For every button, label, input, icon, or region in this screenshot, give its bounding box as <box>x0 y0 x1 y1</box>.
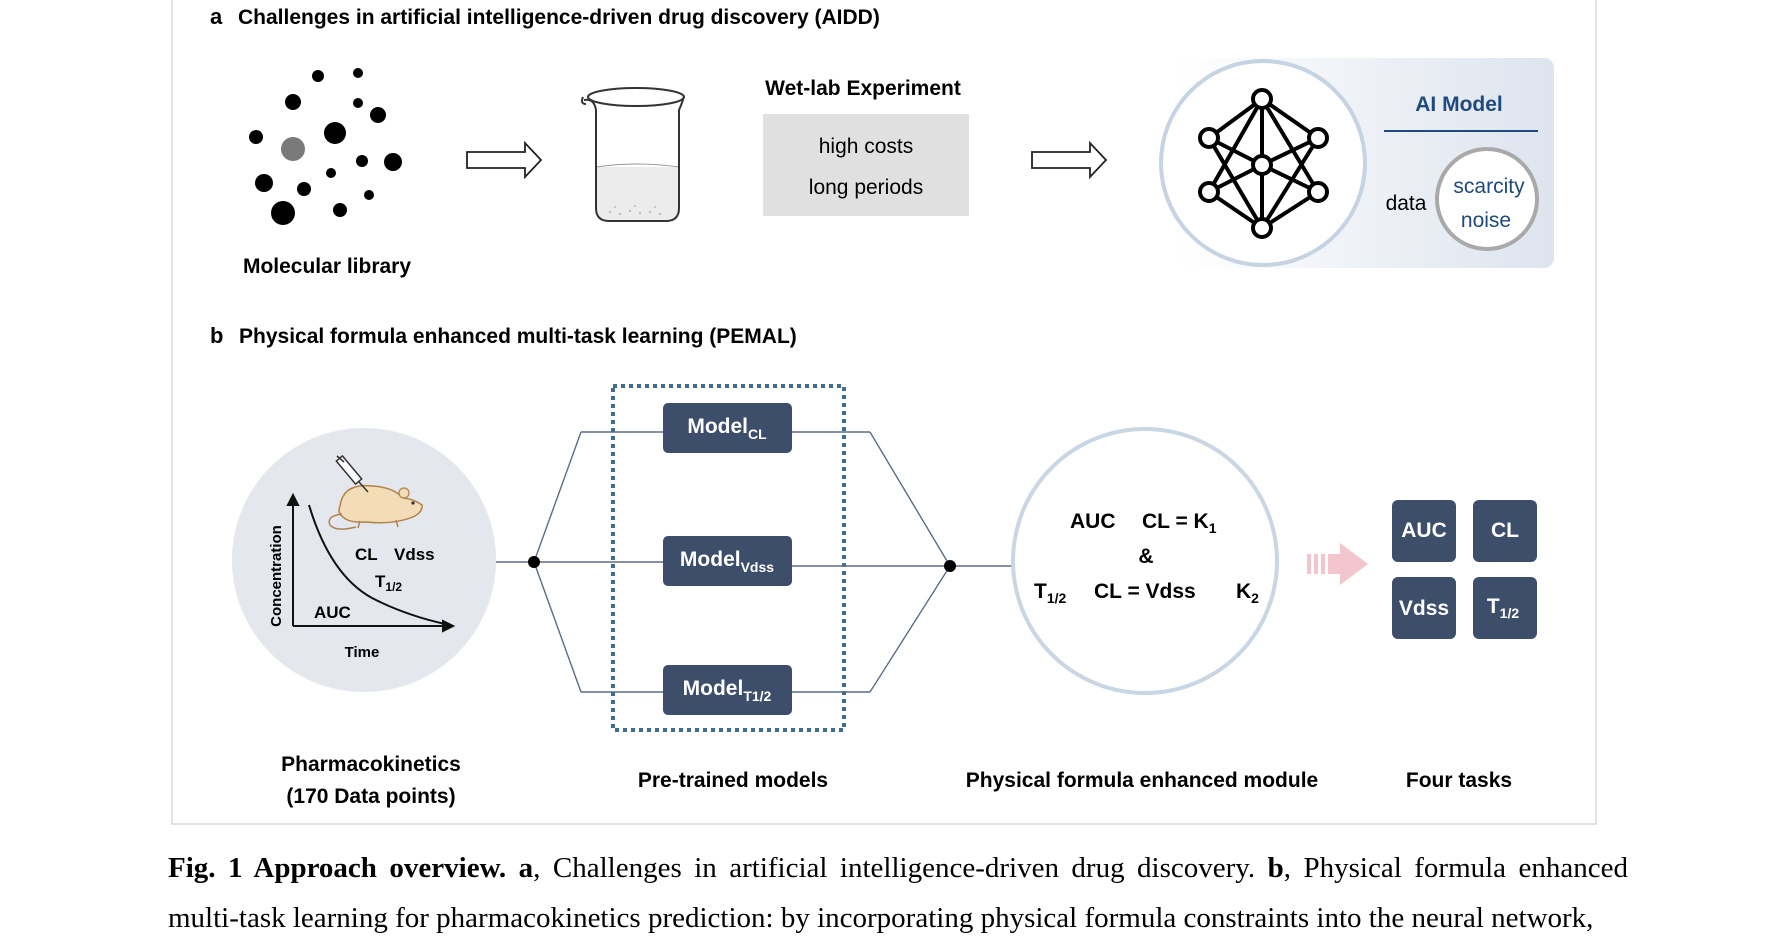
pretrained-dotted-frame <box>611 384 846 732</box>
task-tile-vdss: Vdss <box>1392 577 1456 639</box>
scarcity-label: scarcity <box>1453 175 1525 198</box>
task-tile-t-half: T1/2 <box>1473 577 1537 639</box>
hollow-arrow-2 <box>1031 140 1108 180</box>
model-cl-label: Model <box>687 415 748 438</box>
beaker-icon <box>581 87 685 222</box>
caption-fig-label: Fig. 1 Approach overview. <box>168 852 507 884</box>
right-connectors <box>792 431 1012 693</box>
pk-vdss-label: Vdss <box>394 545 435 564</box>
noise-label: noise <box>1461 209 1511 232</box>
left-connectors <box>496 431 663 693</box>
pk-label-line-1: Pharmacokinetics <box>281 753 461 776</box>
wetlab-line-1: high costs <box>819 135 914 158</box>
panel-b-title: Physical formula enhanced multi-task lea… <box>239 325 797 348</box>
wetlab-title: Wet-lab Experiment <box>765 77 961 100</box>
model-vdss-label: Model <box>680 548 741 571</box>
model-cl-box: ModelCL <box>663 403 792 453</box>
model-t-half-label: Model <box>683 677 744 700</box>
pk-axes <box>286 492 456 633</box>
module-label: Physical formula enhanced module <box>966 769 1318 792</box>
molecular-library-dots <box>249 68 402 225</box>
figure-caption: Fig. 1 Approach overview. a, Challenges … <box>168 843 1628 943</box>
caption-a-text: , Challenges in artificial intelligence-… <box>533 852 1268 884</box>
tasks-label: Four tasks <box>1406 769 1512 792</box>
formula-t-half: T1/2 <box>1034 580 1067 606</box>
left-junction-dot <box>528 556 540 568</box>
formula-auc: AUC <box>1070 510 1116 533</box>
svg-text:ModelVdss: ModelVdss <box>680 548 774 575</box>
mouse-syringe-icon <box>328 454 423 530</box>
formula-k2: K2 <box>1236 580 1259 606</box>
model-t-half-box: ModelT1/2 <box>663 665 792 715</box>
formula-cl-k1: CL = K1 <box>1142 510 1217 536</box>
hollow-arrow-1 <box>466 140 543 180</box>
svg-text:ModelT1/2: ModelT1/2 <box>683 677 772 704</box>
data-label: data <box>1386 192 1427 215</box>
pk-cl-label: CL <box>355 545 378 564</box>
formula-cl-vdss: CL = Vdss <box>1094 580 1196 603</box>
wetlab-box <box>763 114 969 216</box>
pk-t-half-label: T1/2 <box>375 572 402 594</box>
pk-axis-x-label: Time <box>345 644 380 661</box>
panel-a-title: Challenges in artificial intelligence-dr… <box>238 6 880 29</box>
formula-circle <box>1011 427 1279 695</box>
formula-ampersand: & <box>1138 545 1153 568</box>
caption-a-letter: a <box>518 852 534 884</box>
ai-model-title: AI Model <box>1415 93 1503 116</box>
right-junction-dot <box>944 560 956 572</box>
pk-label-line-2: (170 Data points) <box>286 785 455 808</box>
task-tile-cl: CL <box>1473 500 1537 562</box>
pretrained-label: Pre-trained models <box>638 769 828 792</box>
neural-network-icon <box>1198 88 1329 239</box>
pk-auc-label: AUC <box>314 603 351 622</box>
scarcity-noise-ring <box>1435 147 1539 251</box>
molecular-library-label: Molecular library <box>243 255 411 278</box>
svg-text:ModelCL: ModelCL <box>687 415 767 442</box>
panel-a-letter: a <box>210 4 223 29</box>
task-tile-auc: AUC <box>1392 500 1456 562</box>
model-vdss-box: ModelVdss <box>663 536 792 586</box>
svg-text:AUC: AUC <box>1401 519 1447 542</box>
wetlab-line-2: long periods <box>809 176 923 199</box>
panel-b-letter: b <box>210 323 223 348</box>
pink-arrow-icon <box>1307 543 1368 585</box>
pk-decay-curve <box>308 504 446 625</box>
caption-b-letter: b <box>1267 852 1284 884</box>
svg-text:Vdss: Vdss <box>1399 597 1449 620</box>
svg-text:T1/2: T1/2 <box>1487 595 1520 621</box>
pk-axis-y-label: Concentration <box>268 525 285 627</box>
svg-text:CL: CL <box>1491 519 1519 542</box>
figure-frame <box>171 0 1597 825</box>
